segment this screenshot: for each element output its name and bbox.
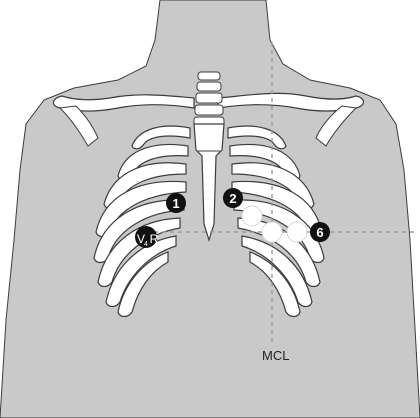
- electrode-6-label: 6: [316, 225, 323, 240]
- mcl-label: MCL: [262, 348, 289, 363]
- v4r-label-suffix: R: [150, 232, 159, 246]
- v4r-label-sub: 4: [144, 241, 148, 248]
- electrode-2-label: 2: [229, 191, 236, 206]
- electrode-3: [242, 206, 262, 226]
- electrode-1-label: 1: [172, 196, 179, 211]
- electrode-2: 2: [223, 188, 243, 208]
- electrode-4: [262, 222, 282, 242]
- electrode-5: [287, 222, 307, 242]
- electrode-6: 6: [310, 222, 330, 242]
- electrode-1: 1: [166, 193, 186, 213]
